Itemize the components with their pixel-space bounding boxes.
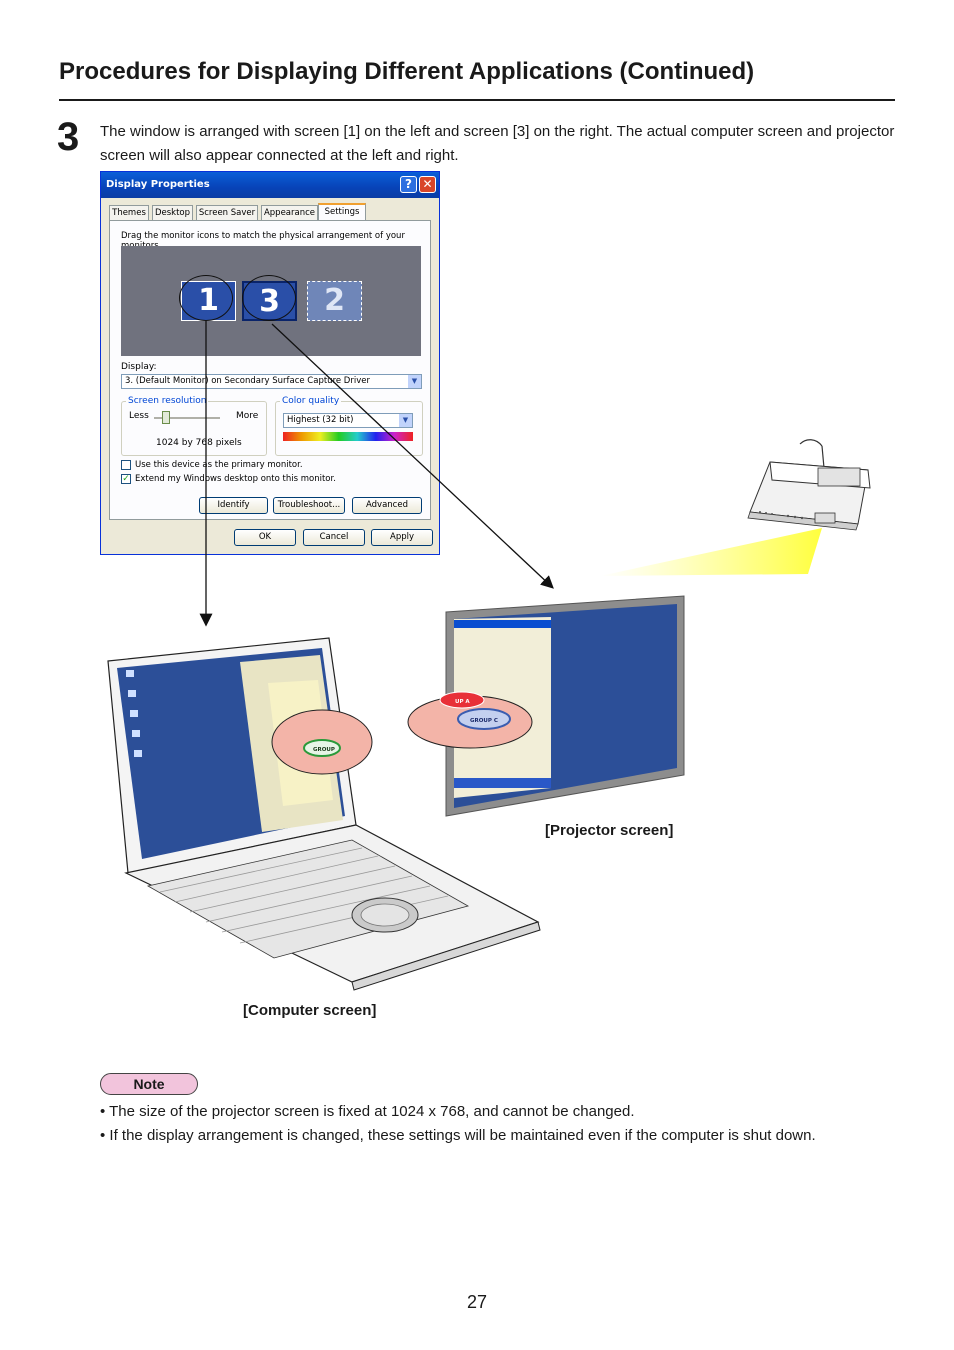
projector-screen-illustration: UP A GROUP C <box>407 595 685 817</box>
display-select-value: 3. (Default Monitor) on Secondary Surfac… <box>125 376 370 386</box>
projector-illustration <box>747 439 871 531</box>
close-button[interactable]: ✕ <box>419 176 436 193</box>
group-c-label: GROUP C <box>470 718 498 724</box>
troubleshoot-button[interactable]: Troubleshoot... <box>273 497 345 514</box>
screen-resolution-title: Screen resolution <box>126 396 209 406</box>
tab-desktop[interactable]: Desktop <box>152 205 193 220</box>
tab-screen-saver[interactable]: Screen Saver <box>196 205 258 220</box>
cancel-button[interactable]: Cancel <box>303 529 365 546</box>
group-a-label: UP A <box>455 699 470 705</box>
apply-button[interactable]: Apply <box>371 529 433 546</box>
screen-resolution-group: Screen resolution Less More 1024 by 768 … <box>121 396 267 456</box>
arrow-to-projector-screen <box>271 323 554 589</box>
display-label: Display: <box>121 362 157 372</box>
step-text: The window is arranged with screen [1] o… <box>100 123 895 164</box>
settings-panel: Drag the monitor icons to match the phys… <box>109 220 431 520</box>
projector-screen-caption: [Projector screen] <box>545 822 674 839</box>
chevron-down-icon: ▼ <box>399 414 412 427</box>
page-title: Procedures for Displaying Different Appl… <box>59 58 755 85</box>
title-divider <box>59 99 895 101</box>
color-quality-value: Highest (32 bit) <box>287 415 354 425</box>
monitor-2-icon[interactable]: 2 <box>307 281 362 321</box>
laptop-desktop-icons <box>126 670 142 757</box>
computer-screen-caption: [Computer screen] <box>243 1002 377 1019</box>
resolution-slider-track[interactable] <box>154 417 220 419</box>
advanced-button[interactable]: Advanced <box>352 497 422 514</box>
resolution-more-label: More <box>236 411 259 421</box>
color-quality-title: Color quality <box>280 396 342 406</box>
help-icon: ? <box>405 177 412 191</box>
resolution-value: 1024 by 768 pixels <box>156 438 242 448</box>
laptop-keyboard <box>159 847 449 944</box>
display-select[interactable]: 3. (Default Monitor) on Secondary Surfac… <box>121 374 422 389</box>
extend-desktop-label: Extend my Windows desktop onto this moni… <box>135 474 336 484</box>
display-properties-dialog: Display Properties ? ✕ Themes Desktop Sc… <box>100 171 440 555</box>
color-quality-group: Color quality Highest (32 bit) ▼ <box>275 396 423 456</box>
help-button[interactable]: ? <box>400 176 417 193</box>
note-item-1: • The size of the projector screen is fi… <box>100 1103 635 1120</box>
color-spectrum-bar <box>283 432 413 441</box>
tab-themes[interactable]: Themes <box>109 205 149 220</box>
resolution-less-label: Less <box>129 411 149 421</box>
projector-vents <box>759 511 804 520</box>
tab-settings[interactable]: Settings <box>318 203 366 221</box>
note-item-2: • If the display arrangement is changed,… <box>100 1127 816 1144</box>
monitor-1-callout <box>179 275 233 321</box>
extend-desktop-checkbox[interactable]: ✓ <box>121 474 131 484</box>
monitor-arrangement-area[interactable]: 1 3 2 <box>121 246 421 356</box>
dialog-title: Display Properties <box>106 179 210 190</box>
monitor-3-callout <box>242 275 296 321</box>
chevron-down-icon: ▼ <box>408 375 421 388</box>
color-quality-select[interactable]: Highest (32 bit) ▼ <box>283 413 413 428</box>
identify-button[interactable]: Identify <box>199 497 268 514</box>
primary-monitor-label: Use this device as the primary monitor. <box>135 460 303 470</box>
note-badge: Note <box>100 1073 198 1095</box>
close-icon: ✕ <box>422 177 433 191</box>
resolution-slider-thumb[interactable] <box>162 411 170 424</box>
group-laptop-label: GROUP <box>313 747 335 753</box>
page-number: 27 <box>466 1292 488 1312</box>
tab-appearance[interactable]: Appearance <box>261 205 318 220</box>
dialog-titlebar[interactable]: Display Properties ? ✕ <box>101 172 439 198</box>
projection-beam <box>600 528 822 576</box>
laptop-illustration: GROUP <box>107 637 541 991</box>
primary-monitor-checkbox[interactable] <box>121 460 131 470</box>
ok-button[interactable]: OK <box>234 529 296 546</box>
step-number: 3 <box>57 115 80 159</box>
checkmark-icon: ✓ <box>122 474 130 484</box>
